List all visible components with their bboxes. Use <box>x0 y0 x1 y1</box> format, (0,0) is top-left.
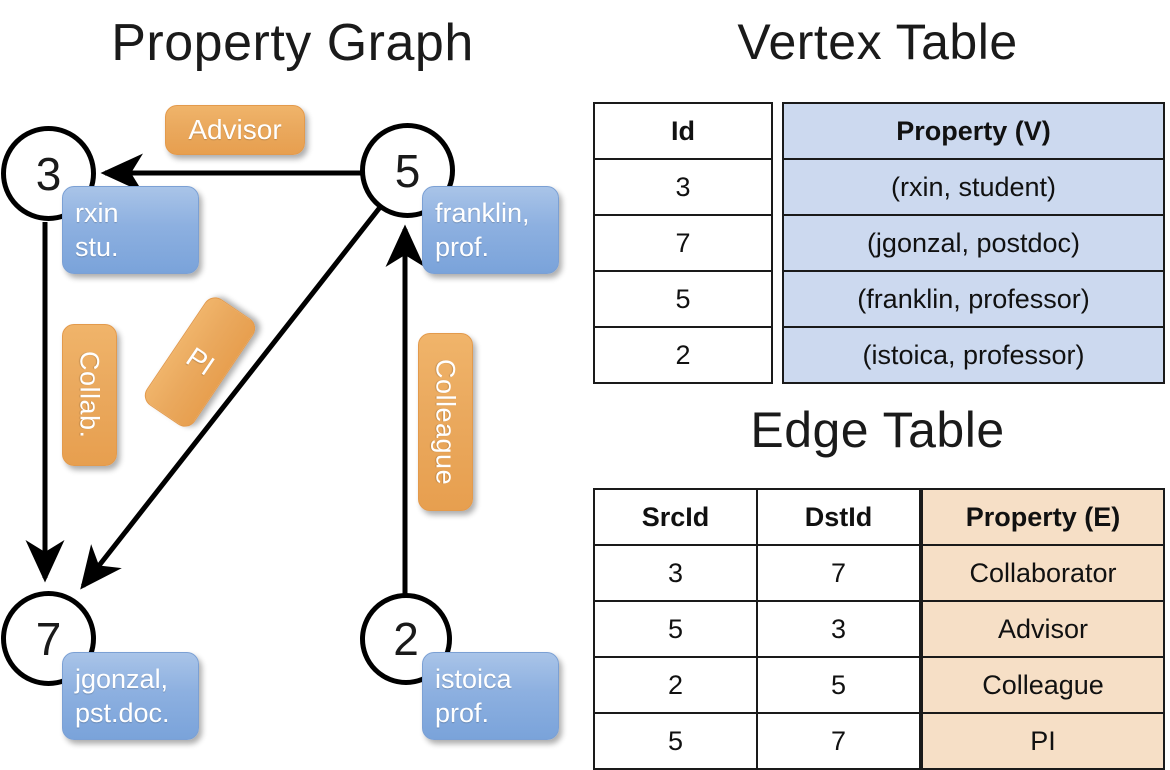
vertex-table-cell-id: 3 <box>593 160 773 216</box>
vertex-table-cell-property: (jgonzal, postdoc) <box>782 216 1165 272</box>
edge-label-colleague: Colleague <box>418 333 473 511</box>
table-row[interactable]: 2 5 <box>593 658 921 714</box>
vertex-property-box-5: franklin, prof. <box>422 186 559 274</box>
table-row[interactable]: 7 <box>593 216 773 272</box>
graph-node-2-label: 2 <box>393 613 419 665</box>
edge-label-advisor-text: Advisor <box>188 114 282 145</box>
table-row[interactable]: (jgonzal, postdoc) <box>782 216 1165 272</box>
vertex-table-cell-property: (rxin, student) <box>782 160 1165 216</box>
edge-5-to-7 <box>80 204 383 590</box>
edge-table-cell-property: Collaborator <box>921 546 1165 602</box>
page-title-edge-table: Edge Table <box>750 402 1005 458</box>
table-row[interactable]: Collaborator <box>921 546 1165 602</box>
table-row[interactable]: 5 3 <box>593 602 921 658</box>
vertex-table-id-column: Id 3 7 5 2 <box>593 102 773 384</box>
table-row[interactable]: 5 <box>593 272 773 328</box>
table-header-row: Id <box>593 102 773 160</box>
edge-table-cell-srcid: 5 <box>593 602 758 658</box>
table-row[interactable]: Advisor <box>921 602 1165 658</box>
property-graph-panel: Property Graph 3 5 7 2 <box>0 0 585 760</box>
edge-table-property-grid: Property (E) Collaborator Advisor Collea… <box>921 488 1165 770</box>
edge-table-cell-dstid: 3 <box>758 602 921 658</box>
edge-label-advisor: Advisor <box>165 105 305 155</box>
edge-table-header-srcid: SrcId <box>593 488 758 546</box>
table-row[interactable]: Colleague <box>921 658 1165 714</box>
page-title-property-graph: Property Graph <box>111 14 474 72</box>
edge-table-cell-property: Colleague <box>921 658 1165 714</box>
table-row[interactable]: (rxin, student) <box>782 160 1165 216</box>
vertex-table-cell-id: 5 <box>593 272 773 328</box>
edge-label-collab-text: Collab. <box>63 325 116 465</box>
table-row[interactable]: 3 <box>593 160 773 216</box>
edge-table-id-grid: SrcId DstId 3 7 5 3 2 5 5 7 <box>593 488 921 770</box>
vertex-table-cell-id: 2 <box>593 328 773 384</box>
vertex-property-box-7: jgonzal, pst.doc. <box>62 652 199 740</box>
edge-label-pi-inner: PI <box>180 341 220 382</box>
edge-table-cell-property: PI <box>921 714 1165 770</box>
vertex-table-header-id: Id <box>593 102 773 160</box>
graph-node-3-label: 3 <box>35 147 62 200</box>
vertex-property-box-2: istoica prof. <box>422 652 559 740</box>
edge-table-header-dstid: DstId <box>758 488 921 546</box>
table-header-row: Property (E) <box>921 488 1165 546</box>
edge-table-property-column: Property (E) Collaborator Advisor Collea… <box>921 488 1165 770</box>
table-row[interactable]: (istoica, professor) <box>782 328 1165 384</box>
table-row[interactable]: (franklin, professor) <box>782 272 1165 328</box>
vertex-property-box-2-text: istoica prof. <box>435 664 512 728</box>
vertex-table-cell-id: 7 <box>593 216 773 272</box>
vertex-table-property-column: Property (V) (rxin, student) (jgonzal, p… <box>782 102 1165 384</box>
graph-node-2[interactable]: 2 <box>360 593 452 685</box>
table-row[interactable]: 3 7 <box>593 546 921 602</box>
table-row[interactable]: 5 7 <box>593 714 921 770</box>
vertex-property-box-3-text: rxin stu. <box>75 198 119 262</box>
edge-label-collab: Collab. <box>62 324 117 466</box>
edge-table-cell-dstid: 7 <box>758 546 921 602</box>
vertex-property-box-5-text: franklin, prof. <box>435 198 530 262</box>
vertex-table-cell-property: (istoica, professor) <box>782 328 1165 384</box>
vertex-table-property-grid: Property (V) (rxin, student) (jgonzal, p… <box>782 102 1165 384</box>
table-row[interactable]: PI <box>921 714 1165 770</box>
edge-table-cell-srcid: 3 <box>593 546 758 602</box>
vertex-table-cell-property: (franklin, professor) <box>782 272 1165 328</box>
edge-label-collab-inner: Collab. <box>74 351 105 439</box>
edge-table-id-columns: SrcId DstId 3 7 5 3 2 5 5 7 <box>593 488 921 770</box>
edge-table-cell-srcid: 2 <box>593 658 758 714</box>
graph-node-7-label: 7 <box>35 612 62 665</box>
table-header-row: SrcId DstId <box>593 488 921 546</box>
edge-table-cell-srcid: 5 <box>593 714 758 770</box>
edge-table-cell-dstid: 5 <box>758 658 921 714</box>
edge-label-colleague-inner: Colleague <box>430 358 461 486</box>
vertex-table-header-property: Property (V) <box>782 102 1165 160</box>
graph-node-5-label: 5 <box>394 144 421 197</box>
table-row[interactable]: 2 <box>593 328 773 384</box>
vertex-property-box-7-text: jgonzal, pst.doc. <box>75 664 170 728</box>
edge-table-cell-dstid: 7 <box>758 714 921 770</box>
vertex-property-box-3: rxin stu. <box>62 186 199 274</box>
edge-table-cell-property: Advisor <box>921 602 1165 658</box>
graph-node-5[interactable]: 5 <box>360 123 455 218</box>
page-title-vertex-table: Vertex Table <box>737 14 1018 70</box>
edge-label-colleague-text: Colleague <box>419 334 472 510</box>
vertex-table-id-grid: Id 3 7 5 2 <box>593 102 773 384</box>
edge-table-header-property: Property (E) <box>921 488 1165 546</box>
table-header-row: Property (V) <box>782 102 1165 160</box>
graph-edges-svg <box>25 153 425 595</box>
